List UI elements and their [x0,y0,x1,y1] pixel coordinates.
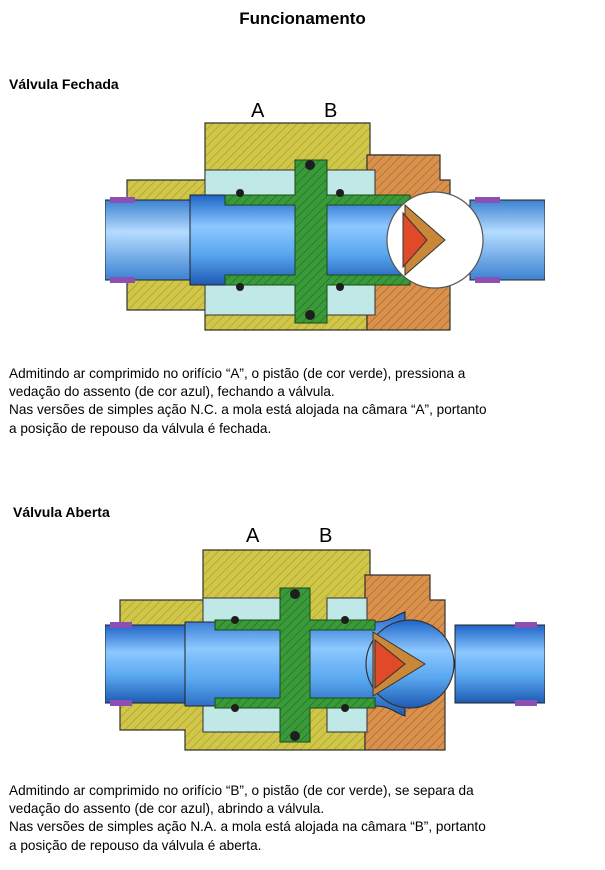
seat-seal [374,638,406,690]
port-b-label: B [324,100,337,122]
o-ring [305,160,315,170]
o-ring [236,189,244,197]
o-ring [236,283,244,291]
description-line: a posição de repouso da válvula é aberta… [9,837,262,853]
chamber-a-lower [204,284,296,316]
piston [214,587,376,743]
o-ring [341,704,349,712]
left-pipe-seal-top [110,197,135,203]
left-pipe-seal-bottom [110,277,135,283]
description-line: a posição de repouso da válvula é fechad… [9,420,272,436]
open-description: Admitindo ar comprimido no orifício “B”,… [9,782,599,855]
port-b-label: B [319,525,332,547]
right-pipe-seal-top [475,197,500,203]
right-pipe [454,624,545,704]
description-line: vedação do assento (de cor azul), abrind… [9,801,325,817]
seat-seal [402,211,428,269]
right-pipe-seal-bottom [475,277,500,283]
chamber-b-lower [324,284,376,316]
section-heading-open: Válvula Aberta [13,504,110,520]
o-ring [231,616,239,624]
o-ring [336,189,344,197]
description-line: Admitindo ar comprimido no orifício “B”,… [9,783,474,798]
section-heading-closed: Válvula Fechada [9,76,119,92]
description-line: Admitindo ar comprimido no orifício “A”,… [9,366,466,381]
closed-valve-diagram: A B [105,100,545,331]
description-line: Nas versões de simples ação N.A. a mola … [9,819,486,835]
o-ring [290,731,300,741]
page-title: Funcionamento [239,9,366,28]
o-ring [290,589,300,599]
closed-description: Admitindo ar comprimido no orifício “A”,… [9,365,599,438]
open-valve-diagram: A B [105,525,545,751]
right-pipe-seal-top [515,622,537,628]
left-pipe-seal-bottom [110,700,132,706]
o-ring [336,283,344,291]
left-pipe-seal-top [110,622,132,628]
o-ring [341,616,349,624]
o-ring [305,310,315,320]
o-ring [231,704,239,712]
port-a-label: A [246,525,260,547]
description-line: Nas versões de simples ação N.C. a mola … [9,402,487,418]
port-a-label: A [251,100,265,122]
right-pipe-seal-bottom [515,700,537,706]
description-line: vedação do assento (de cor azul), fechan… [9,384,335,400]
